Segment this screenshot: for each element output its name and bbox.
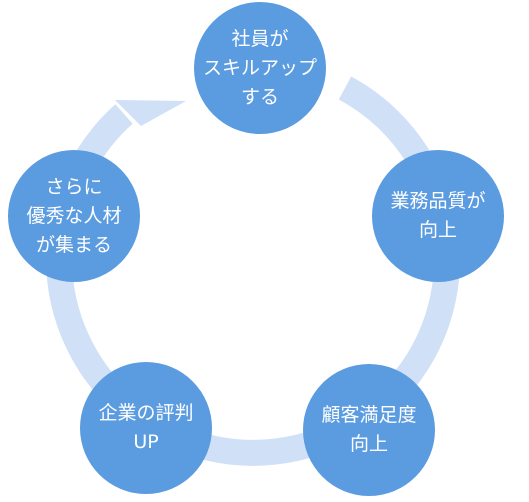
node-talent-line-3: が集まる (35, 233, 112, 256)
node-satisfaction-line-1: 顧客満足度 (321, 404, 417, 426)
node-reputation: 企業の評判 UP (80, 362, 212, 494)
node-talent: さらに 優秀な人材 が集まる (8, 150, 140, 282)
node-satisfaction: 顧客満足度 向上 (303, 364, 435, 496)
node-quality-line-2: 向上 (418, 219, 457, 241)
node-skillup: 社員が スキルアップ する (194, 2, 326, 134)
node-reputation-line-1: 企業の評判 (98, 402, 194, 424)
node-satisfaction-line-2: 向上 (349, 433, 388, 455)
node-skillup-line-3: する (240, 85, 279, 108)
node-quality: 業務品質が 向上 (372, 150, 504, 282)
node-quality-line-1: 業務品質が (390, 190, 486, 212)
node-reputation-line-2: UP (133, 431, 159, 453)
node-talent-line-1: さらに (45, 175, 103, 198)
node-skillup-line-2: スキルアップ (202, 56, 317, 79)
node-skillup-line-1: 社員が (231, 27, 289, 50)
node-talent-line-2: 優秀な人材 (26, 204, 122, 227)
cycle-arrowhead (115, 100, 186, 126)
